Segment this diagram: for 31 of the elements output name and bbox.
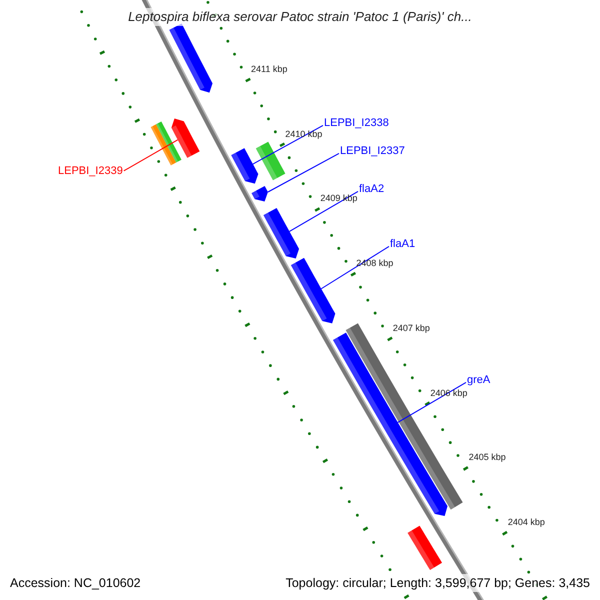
leader-line: [288, 190, 358, 232]
gene-label: LEPBI_I2339: [58, 165, 123, 178]
gene-label: greA: [467, 374, 490, 387]
gene-label: LEPBI_I2338: [324, 117, 389, 130]
scale-label: 2409 kbp: [320, 194, 358, 204]
scale-label: 2406 kbp: [430, 388, 468, 398]
gene-label: LEPBI_I2337: [340, 145, 405, 158]
scale-label: 2404 kbp: [508, 518, 545, 528]
leader-line: [252, 124, 324, 165]
info-text: Topology: circular; Length: 3,599,677 bp; Genes: 3,435: [284, 574, 592, 592]
gene-bar: [252, 186, 268, 202]
leader-line: [267, 152, 340, 192]
scale-label: 2407 kbp: [392, 324, 430, 333]
scale-label: 2410 kbp: [285, 130, 322, 139]
leader-line: [123, 139, 178, 172]
gene-label: flaA2: [359, 183, 384, 196]
gene-bar: [263, 208, 300, 258]
gene-bar: [171, 118, 200, 158]
leader-line: [397, 382, 466, 423]
gene-bar: [169, 24, 213, 93]
gene-bar: [290, 258, 336, 324]
gene-bar: [332, 332, 448, 516]
gene-bar: [156, 122, 182, 163]
gene-bar: [231, 148, 258, 184]
leader-line: [320, 246, 390, 290]
gene-label: flaA1: [390, 238, 416, 251]
gene-bar: [150, 124, 176, 166]
gene-bar: [256, 142, 286, 180]
scale-label: 2405 kbp: [468, 453, 506, 462]
scale-label: 2411 kbp: [251, 65, 288, 74]
gene-bar: [408, 526, 442, 570]
